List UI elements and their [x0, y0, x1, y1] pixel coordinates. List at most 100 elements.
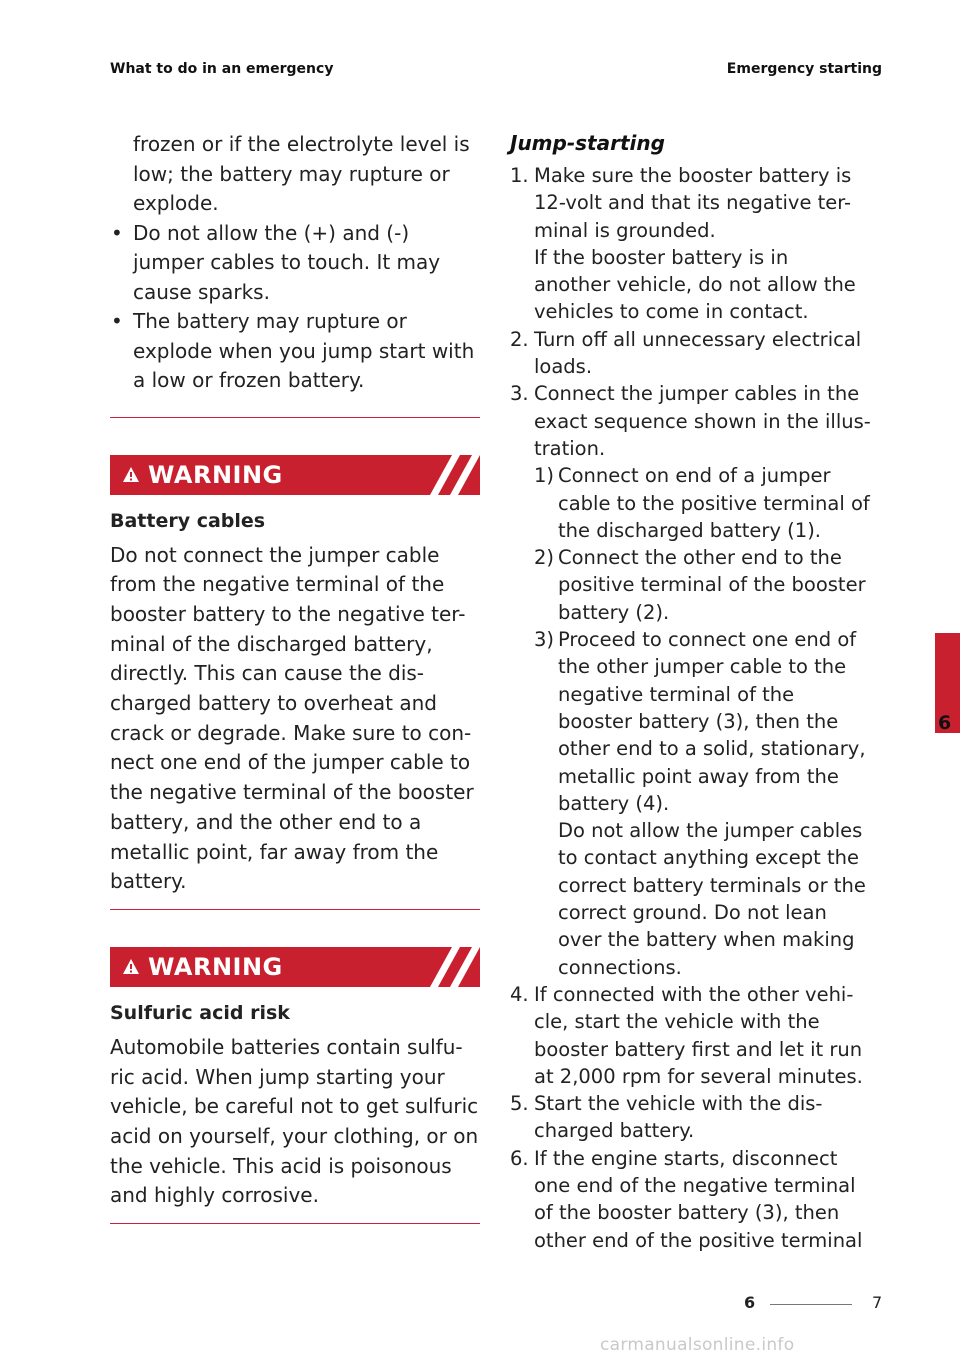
step-number: 6. — [510, 1146, 529, 1170]
substep-number: 2) — [534, 546, 555, 570]
substep-line: connections. — [558, 955, 682, 979]
steps-list: 1.Make sure the booster battery is 12-vo… — [510, 162, 882, 1254]
bullet-line: a low or frozen battery. — [133, 368, 365, 392]
divider — [110, 416, 480, 418]
warning-line: the vehicle. This acid is poisonous — [110, 1153, 452, 1178]
substep-line: battery (2). — [558, 600, 670, 624]
warning-line: vehicle, be careful not to get sulfuric — [110, 1094, 479, 1119]
warning-title: Sulfuric acid risk — [110, 1001, 290, 1024]
warning-line: Do not connect the jumper cable — [110, 542, 440, 567]
warning-triangle-icon — [123, 958, 139, 974]
substep-line: other end to a solid, stationary, — [558, 737, 866, 761]
footer-chapter-number: 6 — [744, 1293, 756, 1312]
warning-line: and highly corrosive. — [110, 1183, 319, 1208]
bullet-list: •Do not allow the (+) and (-) jumper cab… — [110, 219, 480, 396]
right-column: Jump-starting 1.Make sure the booster ba… — [510, 130, 882, 1254]
warning-banner: WARNING — [110, 946, 480, 987]
intro-line: low; the battery may rupture or — [133, 161, 450, 186]
substep-line: 3)Proceed to connect one end of — [510, 626, 882, 653]
warning-line: ric acid. When jump starting your — [110, 1064, 445, 1089]
warning-line: the negative terminal of the booster — [110, 780, 474, 805]
step-line: charged battery. — [534, 1119, 695, 1143]
watermark-text: carmanualsonline.info — [600, 1335, 795, 1355]
step-line: loads. — [534, 355, 593, 379]
warning-body: Automobile batteries contain sulfu- ric … — [110, 1033, 480, 1211]
bullet-item: •Do not allow the (+) and (-) — [110, 219, 480, 249]
step-line: another vehicle, do not allow the — [534, 273, 856, 297]
left-column: frozen or if the electrolyte level is lo… — [110, 130, 480, 1225]
header-topic-title: Emergency starting — [726, 61, 882, 77]
substep-number: 1) — [534, 464, 555, 488]
step-line: 3.Connect the jumper cables in the — [510, 380, 882, 407]
step-line: 2.Turn off all unnecessary electrical — [510, 326, 882, 353]
chapter-tab-number: 6 — [938, 712, 952, 734]
step-line: cle, start the vehicle with the — [534, 1010, 820, 1034]
warning-triangle-icon — [123, 466, 139, 482]
intro-text: frozen or if the electrolyte level is lo… — [110, 130, 480, 219]
footer-divider — [770, 1304, 852, 1305]
warning-line: nect one end of the jumper cable to — [110, 750, 471, 775]
divider — [110, 908, 480, 910]
step-line: of the booster battery (3), then — [534, 1201, 840, 1225]
step-line: tration. — [534, 436, 606, 460]
warning-line: crack or degrade. Make sure to con- — [110, 720, 472, 745]
step-number: 4. — [510, 982, 529, 1006]
substep-line: metallic point away from the — [558, 764, 839, 788]
warning-body: Do not connect the jumper cable from the… — [110, 541, 480, 897]
step-line: one end of the negative terminal — [534, 1173, 856, 1197]
substep-line: the other jumper cable to the — [558, 655, 847, 679]
substep-line: positive terminal of the booster — [558, 573, 866, 597]
slash-decoration-icon — [430, 454, 480, 495]
warning-label: WARNING — [148, 952, 283, 981]
header-section-title: What to do in an emergency — [110, 61, 334, 77]
step-number: 5. — [510, 1092, 529, 1116]
warning-line: minal of the discharged battery, — [110, 631, 433, 656]
warning-line: Automobile batteries contain sulfu- — [110, 1034, 463, 1059]
step-line: 6.If the engine starts, disconnect — [510, 1145, 882, 1172]
chapter-tab — [935, 633, 960, 733]
step-line: minal is grounded. — [534, 218, 716, 242]
step-line: at 2,000 rpm for several minutes. — [534, 1064, 863, 1088]
substep-number: 3) — [534, 628, 555, 652]
step-line: 1.Make sure the booster battery is — [510, 162, 882, 189]
warning-line: booster battery to the negative ter- — [110, 601, 466, 626]
warning-label: WARNING — [148, 460, 283, 489]
step-line: vehicles to come in contact. — [534, 300, 809, 324]
substep-line: battery (4). — [558, 791, 670, 815]
substep-line: booster battery (3), then the — [558, 709, 839, 733]
step-number: 1. — [510, 164, 529, 187]
warning-line: acid on yourself, your clothing, or on — [110, 1124, 479, 1149]
substep-line: the discharged battery (1). — [558, 518, 822, 542]
warning-block-sulfuric-acid: WARNING Sulfuric acid risk Automobile ba… — [110, 946, 480, 1211]
bullet-line: explode when you jump start with — [133, 338, 475, 363]
intro-line: frozen or if the electrolyte level is — [133, 132, 470, 156]
step-line: 4.If connected with the other vehi- — [510, 981, 882, 1008]
warning-line: metallic point, far away from the — [110, 839, 439, 864]
bullet-item: •The battery may rupture or — [110, 307, 480, 337]
step-line: If the booster battery is in — [534, 245, 789, 269]
intro-line: explode. — [133, 191, 219, 215]
step-line: 5.Start the vehicle with the dis- — [510, 1090, 882, 1117]
step-line: exact sequence shown in the illus- — [534, 409, 871, 433]
substep-line: negative terminal of the — [558, 682, 795, 706]
bullet-line: jumper cables to touch. It may — [133, 250, 441, 274]
warning-line: battery. — [110, 869, 187, 894]
warning-banner: WARNING — [110, 454, 480, 495]
substep-line: cable to the positive terminal of — [558, 491, 870, 515]
warning-line: from the negative terminal of the — [110, 572, 445, 597]
warning-block-battery-cables: WARNING Battery cables Do not connect th… — [110, 454, 480, 897]
step-line: other end of the positive terminal — [534, 1228, 863, 1252]
step-line: booster battery first and let it run — [534, 1037, 863, 1061]
bullet-line: cause sparks. — [133, 279, 270, 304]
substep-line: 2)Connect the other end to the — [510, 544, 882, 571]
step-line: 12-volt and that its negative ter- — [534, 191, 852, 215]
section-title: Jump-starting — [510, 131, 665, 155]
substep-line: correct battery terminals or the — [558, 873, 866, 897]
substep-line: 1)Connect on end of a jumper — [510, 462, 882, 489]
warning-line: battery, and the other end to a — [110, 809, 422, 834]
step-number: 2. — [510, 327, 529, 351]
warning-title: Battery cables — [110, 509, 266, 532]
substep-line: over the battery when making — [558, 928, 855, 952]
slash-decoration-icon — [430, 946, 480, 987]
substep-line: to contact anything except the — [558, 846, 859, 870]
